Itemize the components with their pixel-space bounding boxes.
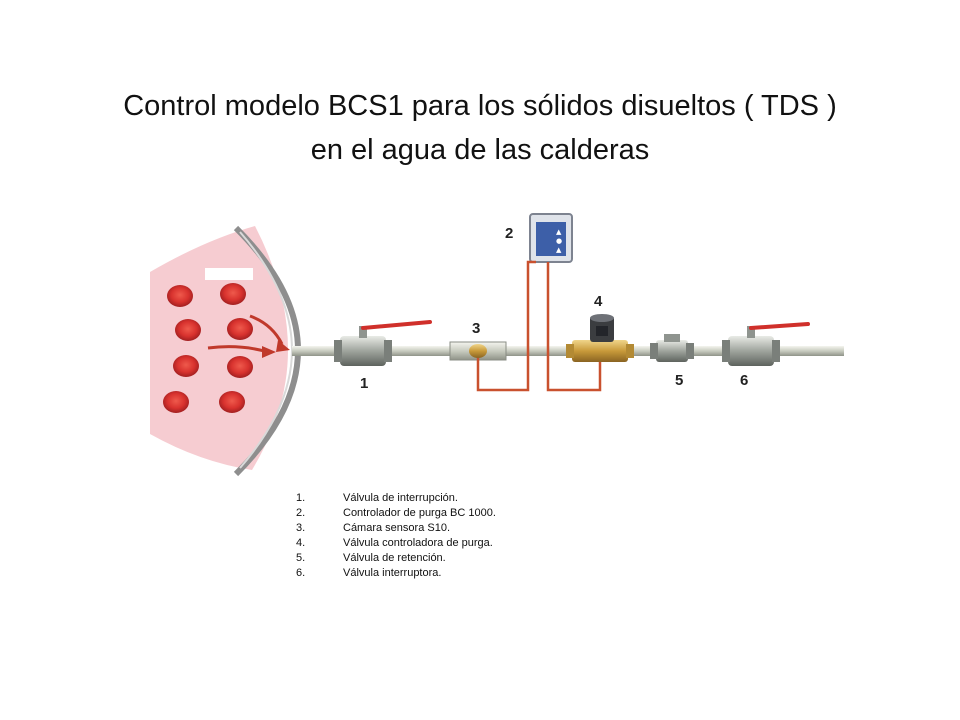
- blowdown-valve-icon: [566, 314, 634, 362]
- legend-text: Válvula de interrupción.: [343, 492, 458, 504]
- legend-text: Controlador de purga BC 1000.: [343, 507, 496, 519]
- callout-2: 2: [505, 225, 513, 242]
- callout-6: 6: [740, 372, 748, 389]
- callout-4: 4: [594, 293, 603, 310]
- legend-text: Válvula interruptora.: [343, 567, 442, 579]
- boiler-label-patch: [205, 268, 253, 280]
- legend-text: Cámara sensora S10.: [343, 522, 450, 534]
- legend-number: 1.: [296, 492, 306, 504]
- check-valve-icon: [650, 334, 694, 362]
- legend-item: 2. Controlador de purga BC 1000.: [296, 506, 496, 521]
- legend-item: 1. Válvula de interrupción.: [296, 491, 496, 506]
- controller-icon: ▲ ● ▲: [529, 213, 573, 263]
- control-wiring: [476, 260, 602, 392]
- callout-1: 1: [360, 375, 368, 392]
- shutoff-valve-icon: [334, 320, 432, 366]
- boiler-tubes-icon: [163, 283, 253, 413]
- legend-number: 4.: [296, 537, 306, 549]
- title-line-2: en el agua de las calderas: [310, 134, 650, 166]
- title-line-1: Control modelo BCS1 para los sólidos dis…: [123, 90, 837, 122]
- svg-text:●: ●: [556, 237, 562, 245]
- legend-number: 6.: [296, 567, 306, 579]
- legend-text: Válvula de retención.: [343, 552, 446, 564]
- svg-text:▲: ▲: [556, 228, 562, 236]
- legend-number: 5.: [296, 552, 306, 564]
- legend-number: 2.: [296, 507, 306, 519]
- sensor-chamber-icon: [449, 341, 507, 361]
- callout-5: 5: [675, 372, 683, 389]
- boiler: [150, 225, 302, 477]
- legend-item: 6. Válvula interruptora.: [296, 566, 496, 581]
- legend-item: 5. Válvula de retención.: [296, 551, 496, 566]
- callout-3: 3: [472, 320, 480, 337]
- legend-item: 3. Cámara sensora S10.: [296, 521, 496, 536]
- interrupting-valve-icon: [722, 322, 810, 366]
- page-title: Control modelo BCS1 para los sólidos dis…: [0, 84, 960, 172]
- legend-list: 1. Válvula de interrupción. 2. Controlador…: [296, 491, 496, 581]
- legend-text: Válvula controladora de purga.: [343, 537, 493, 549]
- svg-text:▲: ▲: [556, 246, 562, 254]
- legend-item: 4. Válvula controladora de purga.: [296, 536, 496, 551]
- legend-number: 3.: [296, 522, 306, 534]
